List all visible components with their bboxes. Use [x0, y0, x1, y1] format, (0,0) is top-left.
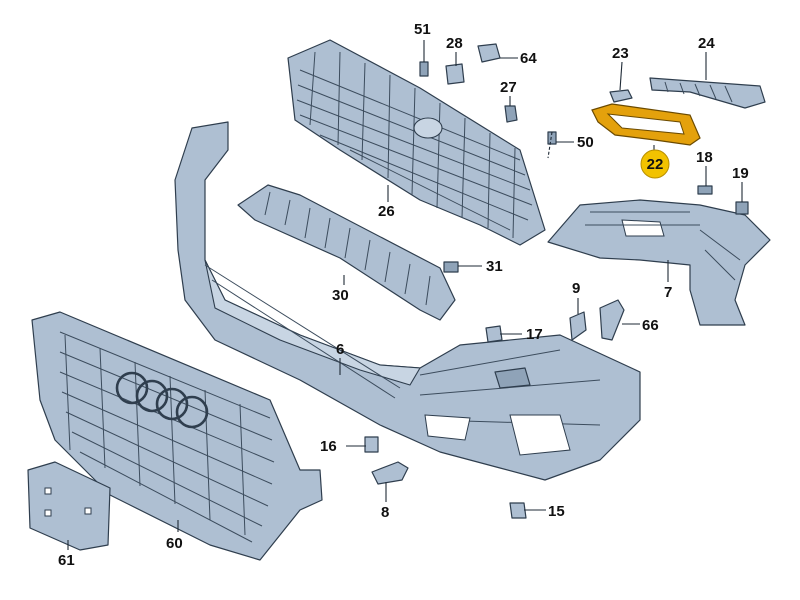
callout-17: 17 — [526, 326, 543, 343]
screw-part-27 — [504, 105, 518, 123]
callout-30: 30 — [332, 287, 349, 304]
callout-8: 8 — [381, 504, 389, 521]
callout-24: 24 — [698, 35, 715, 52]
bumper-cover-part — [174, 121, 641, 481]
callout-labels: 51 28 64 23 24 27 50 22 18 19 26 31 30 7… — [58, 21, 749, 569]
bracket-part-64 — [477, 43, 501, 63]
screw-part-31 — [443, 261, 459, 273]
front-grille-part — [31, 311, 323, 561]
callout-9: 9 — [572, 280, 580, 297]
trim-part-66 — [599, 299, 625, 341]
callout-50: 50 — [577, 134, 594, 151]
clip-part-15 — [509, 502, 527, 519]
callout-23: 23 — [612, 45, 629, 62]
upper-grille-part — [287, 39, 546, 246]
callout-60: 60 — [166, 535, 183, 552]
clip-part-17 — [485, 325, 503, 343]
bracket-part-9 — [569, 311, 587, 341]
clip-part-16 — [364, 436, 379, 453]
clip-part-23 — [609, 89, 633, 103]
callout-7: 7 — [664, 284, 672, 301]
callout-15: 15 — [548, 503, 565, 520]
callout-31: 31 — [486, 258, 503, 275]
callout-26: 26 — [378, 203, 395, 220]
screw-part-18 — [697, 185, 713, 195]
callout-66: 66 — [642, 317, 659, 334]
cap-part-8 — [371, 461, 409, 485]
callout-61: 61 — [58, 552, 75, 569]
bracket-part-28 — [445, 63, 465, 85]
callout-22-highlighted: 22 — [640, 149, 670, 179]
nut-part-19 — [735, 201, 749, 215]
svg-text:22: 22 — [647, 156, 664, 173]
callout-27: 27 — [500, 79, 517, 96]
screw-part-51 — [419, 61, 429, 77]
highlighted-bracket-part — [591, 103, 701, 146]
callout-64: 64 — [520, 50, 537, 67]
leader-lines — [67, 40, 743, 550]
cover-strip-part — [649, 77, 766, 109]
callout-6: 6 — [336, 341, 344, 358]
callout-16: 16 — [320, 438, 337, 455]
callout-28: 28 — [446, 35, 463, 52]
callout-51: 51 — [414, 21, 431, 38]
license-plate-holder-part — [27, 461, 111, 551]
side-bracket-part — [547, 199, 771, 326]
mounting-strip-part — [237, 184, 456, 321]
callout-18: 18 — [696, 149, 713, 166]
screw-part-50 — [547, 131, 557, 145]
callout-19: 19 — [732, 165, 749, 182]
